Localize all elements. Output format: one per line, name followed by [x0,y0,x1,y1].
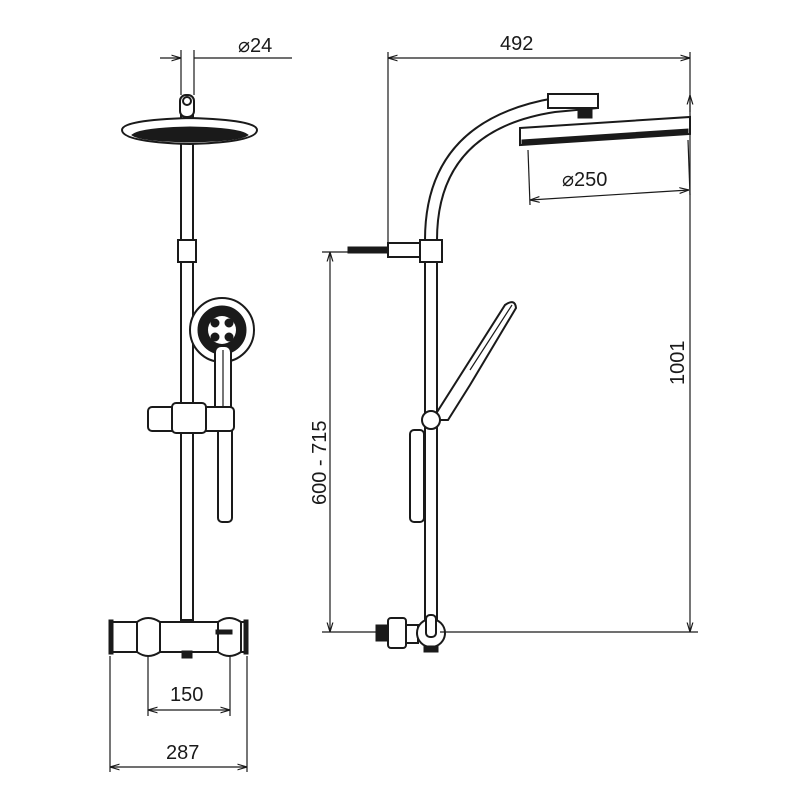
slide-clamp [171,402,207,434]
coupler-side [419,239,443,263]
dim-label-arm-reach: 492 [500,33,533,55]
dim-label-connection-spacing: 150 [170,684,203,706]
dim-valve-width: 287 [109,656,248,772]
dim-label-head-diameter: ⌀250 [562,169,607,191]
rain-shower-head-side [519,115,691,147]
front-view: ⌀24 150 287 [108,35,292,772]
dim-label-total-height: 1001 [667,341,689,386]
dim-pipe-diameter: ⌀24 [160,35,292,95]
rain-shower-head-front [120,116,259,146]
pipe-coupler [177,239,197,263]
side-view: 492 ⌀250 1001 600 - 715 [309,33,698,653]
dim-label-valve-width: 287 [166,742,199,764]
dim-height-range: 600 - 715 [309,251,376,633]
arm-end [547,93,599,109]
dim-label-height-range: 600 - 715 [309,420,331,505]
hose-side [409,429,425,523]
dim-connection-spacing: 150 [147,656,231,716]
wall-bracket [347,242,421,258]
connector-screw [182,96,192,106]
hand-shower-side [421,301,518,430]
thermostatic-valve-front [108,617,249,659]
dim-head-diameter: ⌀250 [527,139,691,206]
dim-total-height: 1001 [440,95,698,633]
brand-logo [215,629,233,635]
valve-side [375,614,446,653]
hand-shower-front [189,297,255,419]
head-joint [577,107,593,119]
dim-label-pipe-diameter: ⌀24 [238,35,272,57]
riser-pipe [180,109,194,621]
hose-front [217,424,233,523]
